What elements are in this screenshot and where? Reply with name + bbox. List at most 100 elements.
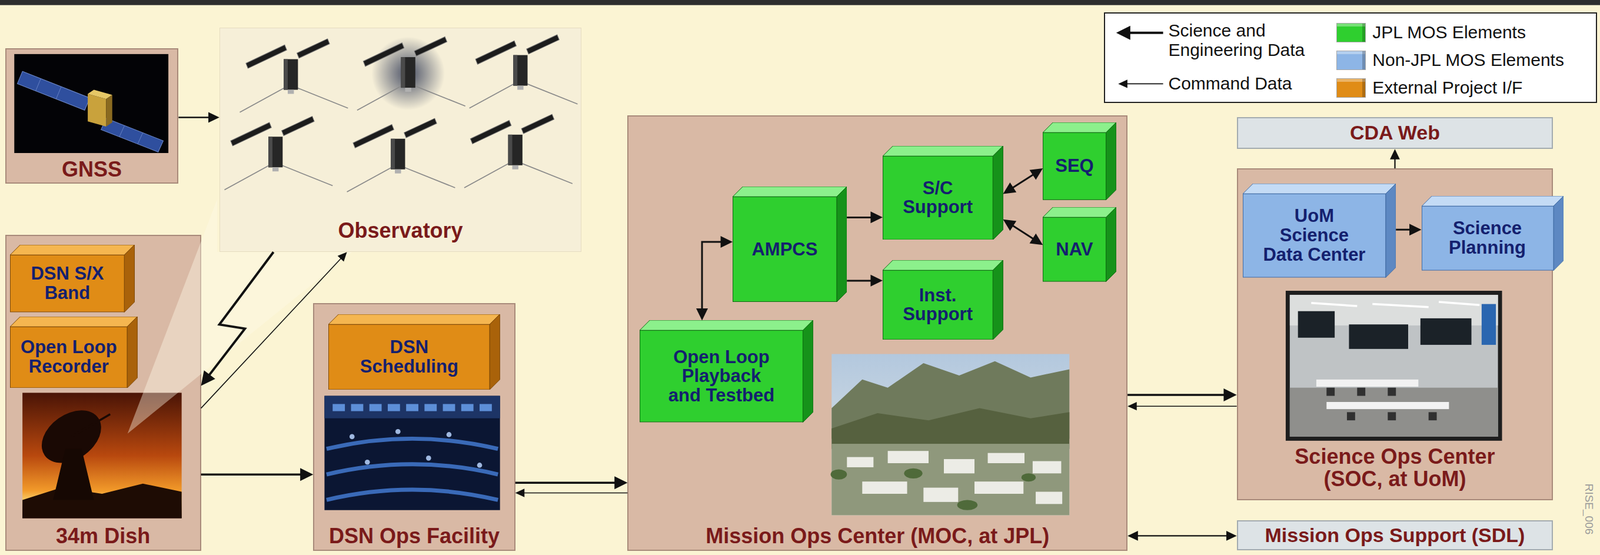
arrow-head [1003,219,1017,231]
soc-picture-part [1316,379,1419,387]
arrow-head [1127,401,1137,411]
arrow-head [1116,25,1131,40]
top-bar [0,0,1600,6]
gnss-picture-part [87,93,106,126]
box-front-face [1043,132,1107,200]
observatory-satellites [224,34,578,192]
dsn-ops-picture-part-part [364,459,371,465]
dsn-ops-picture-part-part [461,403,474,411]
moc-picture-part [831,407,1070,449]
dsn-ops-picture-part-part [477,462,483,468]
legend-label: Command Data [1168,73,1292,93]
soc-picture-part [1348,324,1409,349]
data-flow-arrow [515,488,628,497]
moc-picture-part-part [1035,491,1063,505]
dsn-ops-picture-part-part [369,403,382,411]
arrow-head [870,274,883,287]
box-face: UoM Science Data Center [1242,193,1386,278]
connector-line [702,241,725,312]
soc-picture-part-part [1372,304,1429,308]
gnss-picture-part [14,54,169,153]
gnss-picture-part [55,86,62,99]
dsn-ops-picture-part-part [443,403,456,411]
mos-element-box: UoM Science Data Center [1242,183,1396,278]
box-label: CDA Web [1349,122,1440,144]
soc-picture-part-part [1438,301,1480,305]
box-front-face [882,270,993,340]
soc-picture-part [1298,311,1335,338]
dsn-ops-picture-part-part [351,403,364,411]
moc-picture-part-part [830,468,848,479]
moc-picture-part-part [846,457,874,468]
arrow-head [720,235,734,248]
box-label: SEQ [1055,156,1094,176]
dsn-ops-picture-part [349,428,482,468]
connector-line [846,216,874,219]
moc-picture [830,354,1070,516]
mos-element-box: NAV [1042,207,1117,282]
arrow-head [1389,148,1400,160]
observatory-satellites-part [347,118,456,192]
dsn-ops-picture-part [326,464,498,475]
box-side-face [836,186,847,302]
dsn-ops-picture-part-part [446,431,452,438]
box-label: Open Loop Playback and Testbed [665,347,778,407]
dsn-ops-picture-part [332,403,492,411]
dsn-ops-picture-part-part [349,434,355,440]
box-top-face [1042,207,1117,218]
box-face: DSN S/X Band [10,254,125,312]
connector-line [515,481,619,484]
dish-picture-part [52,448,94,501]
legend-swatch [1336,23,1366,42]
box-top-face [328,314,500,325]
soc-picture-part [1289,294,1499,437]
soc-picture-part-part [1326,387,1335,397]
soc-picture-part [1326,401,1449,409]
box-face: NAV [1042,217,1107,282]
soc-picture-part [1311,301,1480,308]
gnss-picture-part [35,78,42,91]
dsn-ops-picture-part-part [406,403,419,411]
legend-line [1124,82,1163,85]
data-flow-arrow [1395,223,1422,236]
data-flow-arrow [846,274,883,287]
mos-element-box: Inst. Support [882,260,1004,340]
gnss-picture-part [119,125,125,137]
dsn-ops-picture-part [324,396,500,419]
box-front-face [882,155,993,240]
legend-swatch [1336,78,1366,98]
box-top-face [10,316,138,327]
arrow-head [201,370,216,386]
connector-line [201,256,343,408]
gnss-picture [14,54,169,153]
panel-label: DSN Ops Facility [328,524,500,548]
connector-line [1010,173,1037,190]
box-side-face [992,145,1003,241]
box-front-face [1243,193,1386,278]
box-side-face [803,320,814,422]
dsn-ops-picture-part-part [395,428,401,435]
box-label: UoM Science Data Center [1259,206,1369,265]
connector-line [521,492,628,494]
box-face: S/C Support [882,155,993,240]
box-front-face [1421,205,1554,271]
data-flow-arrow [1127,401,1237,411]
box-face: Science Planning [1421,205,1554,271]
legend-label: JPL MOS Elements [1372,22,1526,42]
gnss-picture-part [17,71,90,111]
data-flow-arrow [846,211,883,224]
moc-picture-part-part [988,453,1025,464]
box-front-face [640,330,804,423]
dish-picture [22,392,182,518]
external-box: CDA Web [1236,117,1554,149]
arrow-head [337,251,348,262]
connector-line [1010,224,1037,241]
box-top-face [882,260,1004,271]
arrow-head [1118,79,1129,88]
moc-picture-part-part [943,458,975,474]
legend-entry: External Project I/F [1372,77,1523,98]
arrow-head [870,211,883,224]
box-top-face [10,244,135,255]
soc-picture-part [1420,318,1472,345]
observatory-satellites-part [357,36,466,111]
